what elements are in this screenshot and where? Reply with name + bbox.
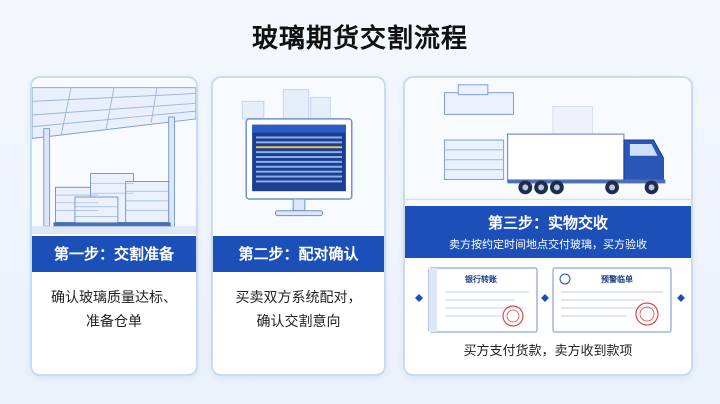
doc-2-title: 预警临单: [601, 274, 633, 284]
step-2-description: 买卖双方系统配对， 确认交割意向: [213, 286, 384, 334]
step-1-description: 确认玻璃质量达标、 准备仓单: [32, 286, 196, 334]
diamond-icon: [541, 294, 549, 302]
step-3-heading-band: 第三步：实物交收 卖方按约定时间地点交付玻璃，买方验收: [405, 206, 691, 258]
step-2-heading: 第二步：配对确认: [213, 236, 384, 272]
step-1-desc-line-1: 确认玻璃质量达标、: [51, 290, 177, 306]
step-3-description: 买方支付货款，卖方收到款项: [405, 340, 691, 364]
step-3-desc-line-1: 买方支付货款，卖方收到款项: [463, 344, 633, 359]
step-1-heading: 第一步：交割准备: [32, 236, 196, 272]
doc-1-title: 银行转账: [464, 274, 497, 284]
page-title: 玻璃期货交割流程: [251, 24, 468, 54]
monitor-illustration: [213, 79, 384, 235]
bank-transfer-document: [428, 267, 538, 333]
step-card-2: 第二步：配对确认 买卖双方系统配对， 确认交割意向: [211, 76, 386, 376]
diamond-icon: [677, 294, 685, 302]
step-1-desc-line-2: 准备仓单: [86, 314, 142, 330]
step-2-desc-line-2: 确认交割意向: [256, 314, 341, 330]
step-2-desc-line-1: 买卖双方系统配对，: [235, 290, 362, 306]
truck-illustration: [405, 78, 691, 206]
step-card-3: 第三步：实物交收 卖方按约定时间地点交付玻璃，买方验收 银行转账: [403, 76, 693, 376]
payment-documents: 银行转账 预警临单: [415, 267, 685, 333]
step-card-1: 第一步：交割准备 确认玻璃质量达标、 准备仓单: [30, 76, 198, 376]
step-3-heading: 第三步：实物交收: [487, 214, 608, 232]
receipt-document: [552, 267, 672, 333]
step-3-subheading: 卖方按约定时间地点交付玻璃，买方验收: [449, 238, 647, 251]
diamond-icon: [415, 294, 423, 302]
warehouse-illustration: [32, 79, 196, 235]
